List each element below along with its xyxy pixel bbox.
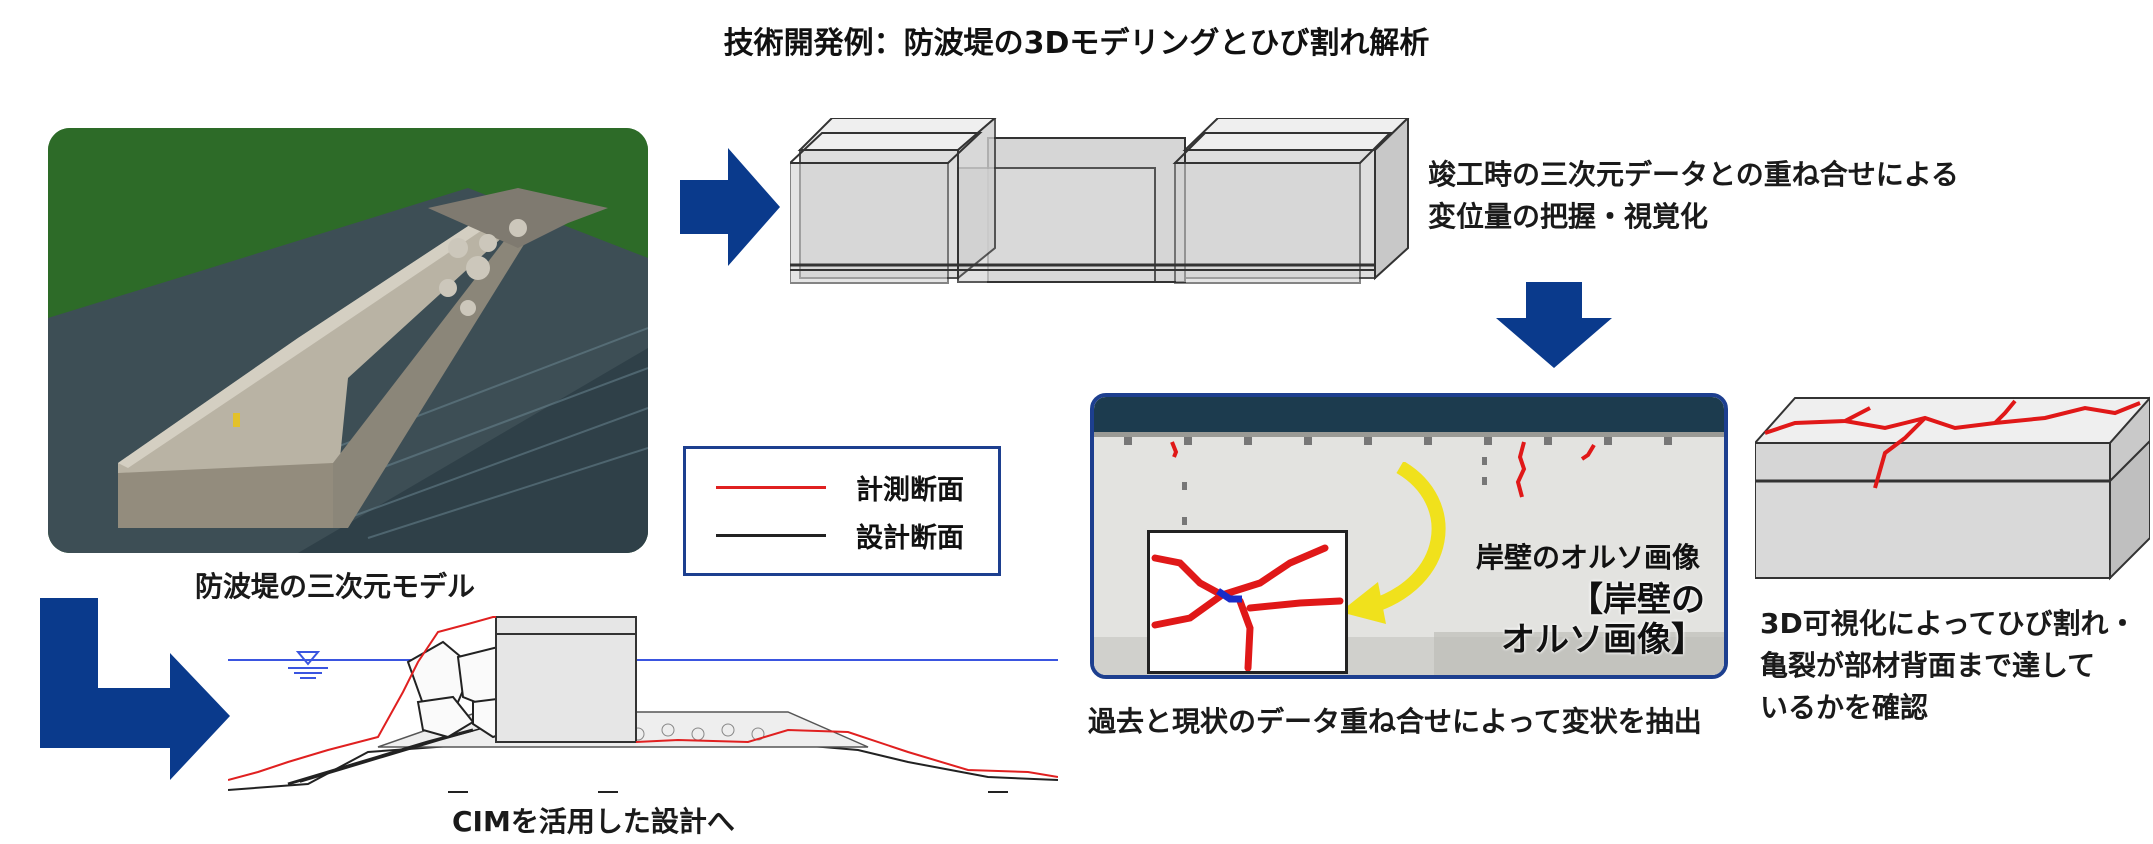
ortho-label-big-line1: 【岸壁の (1569, 580, 1705, 620)
crack3d-caption-line1: 3D可視化によってひび割れ・ (1760, 607, 2137, 640)
breakwater-3d-model-image (48, 128, 648, 553)
water-level-icon (288, 651, 328, 679)
ortho-label-small: 岸壁のオルソ画像 (1476, 541, 1701, 574)
section-legend: 計測断面 設計断面 (683, 446, 1001, 576)
arrow-right-icon (680, 148, 780, 266)
quay-orthophoto (1090, 393, 1728, 679)
arrow-down-icon (1496, 282, 1612, 368)
cross-section-drawing (228, 616, 1058, 793)
overlay-caption-line2: 変位量の把握・視覚化 (1428, 200, 1709, 233)
crack-detail-inset (1147, 530, 1348, 674)
model-caption: 防波堤の三次元モデル (195, 570, 476, 603)
design-line-swatch (716, 533, 826, 537)
measured-line-swatch (716, 485, 826, 489)
section-caption: CIMを活用した設計へ (452, 805, 735, 838)
legend-measured-label: 計測断面 (856, 474, 964, 506)
overlay-caption-line1: 竣工時の三次元データとの重ね合せによる (1428, 158, 1959, 191)
overlay-3d-boxes (790, 118, 1410, 284)
crack-3d-block (1755, 396, 2150, 581)
legend-measured: 計測断面 (716, 467, 964, 507)
crack3d-caption-line3: いるかを確認 (1760, 691, 1929, 724)
crack3d-caption-line2: 亀裂が部材背面まで達して (1760, 649, 2096, 682)
ortho-label-big-line2: オルソ画像】 (1501, 620, 1705, 660)
curved-arrow-icon (1340, 462, 1446, 624)
ortho-caption: 過去と現状のデータ重ね合せによって変状を抽出 (1088, 705, 1702, 738)
arrow-elbow-icon (40, 598, 230, 780)
legend-design-label: 設計断面 (856, 522, 964, 554)
legend-design: 設計断面 (716, 515, 964, 555)
page-title: 技術開発例：防波堤の3Dモデリングとひび割れ解析 (723, 26, 1430, 61)
ortho-label-big: 【岸壁の オルソ画像】 (1480, 580, 1705, 660)
